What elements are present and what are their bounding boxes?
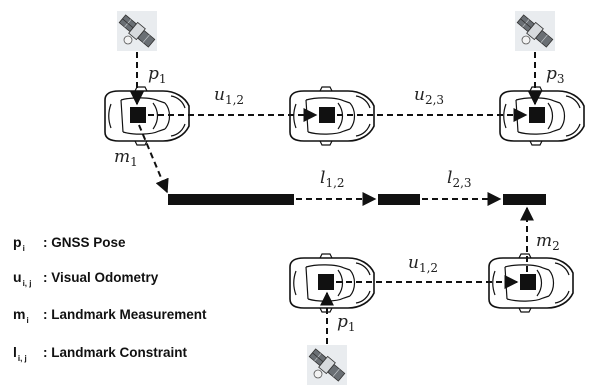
measurement-edge bbox=[138, 124, 169, 194]
legend-symbol: mi bbox=[13, 306, 29, 325]
pose-node bbox=[520, 274, 536, 290]
landmark-node bbox=[168, 194, 294, 205]
edge-label-m2: m2 bbox=[536, 231, 560, 253]
edge-label-p1-top: p1 bbox=[148, 64, 167, 86]
legend-symbol: li, j bbox=[13, 344, 27, 363]
satellite-icon bbox=[116, 10, 158, 52]
satellite-icon bbox=[306, 344, 348, 386]
landmark-node bbox=[503, 194, 546, 205]
landmark-node bbox=[378, 194, 420, 205]
edge-label-l23: l2,3 bbox=[447, 168, 472, 190]
edge-label-p1-bottom: p1 bbox=[337, 312, 356, 334]
edge-label-u12-top: u1,2 bbox=[214, 85, 244, 107]
pose-node bbox=[529, 107, 545, 123]
car-icon bbox=[104, 86, 190, 146]
legend-text: : Landmark Measurement bbox=[43, 307, 207, 322]
edge-label-u23: u2,3 bbox=[414, 85, 444, 107]
pose-node bbox=[130, 107, 146, 123]
pose-node bbox=[318, 274, 334, 290]
legend: pi : GNSS Pose ui, j : Visual Odometry m… bbox=[13, 234, 207, 363]
edge-label-u12-bottom: u1,2 bbox=[408, 253, 438, 275]
edge-label-m1: m1 bbox=[114, 147, 138, 169]
legend-text: : GNSS Pose bbox=[43, 235, 126, 250]
legend-symbol: ui, j bbox=[13, 269, 31, 288]
legend-text: : Visual Odometry bbox=[43, 270, 159, 285]
pose-node bbox=[319, 107, 335, 123]
legend-text: : Landmark Constraint bbox=[43, 345, 188, 360]
legend-symbol: pi bbox=[13, 234, 25, 253]
satellite-icon bbox=[514, 10, 556, 52]
edge-label-p3: p3 bbox=[546, 64, 565, 86]
edge-label-l12: l1,2 bbox=[320, 168, 345, 190]
